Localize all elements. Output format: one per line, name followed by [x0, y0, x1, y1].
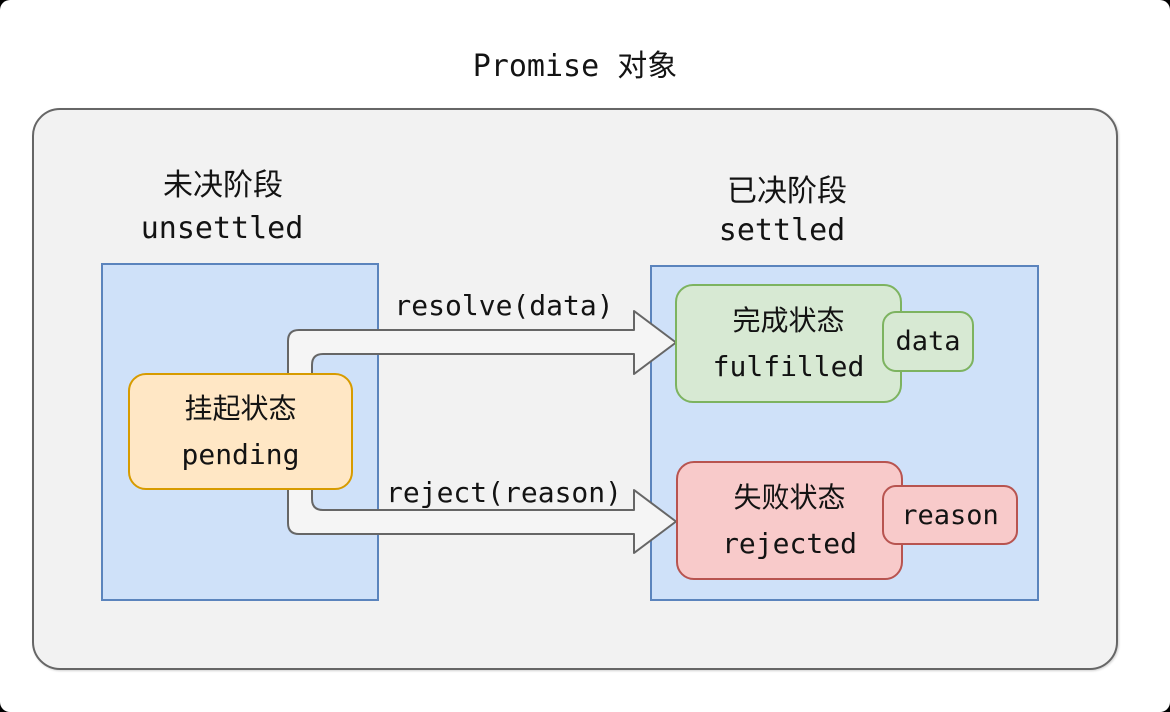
- fulfilled-state-label-en: fulfilled: [712, 349, 865, 383]
- fulfilled-state-box: 完成状态 fulfilled: [675, 284, 902, 403]
- resolve-transition-label: resolve(data): [394, 289, 614, 322]
- fulfilled-state-label-zh: 完成状态: [732, 304, 845, 338]
- settled-stage-label-en: settled: [718, 213, 846, 248]
- pending-state-box: 挂起状态 pending: [128, 373, 353, 490]
- rejected-state-box: 失败状态 rejected: [676, 461, 903, 580]
- diagram-title: Promise 对象: [472, 49, 678, 84]
- data-payload-label: data: [895, 326, 961, 357]
- data-payload-box: data: [882, 311, 974, 372]
- pending-state-label-en: pending: [181, 437, 300, 471]
- unsettled-stage-label-zh: 未决阶段: [163, 168, 283, 203]
- reject-transition-label: reject(reason): [385, 476, 623, 509]
- rejected-state-label-zh: 失败状态: [733, 481, 846, 515]
- reason-payload-box: reason: [882, 485, 1018, 545]
- rejected-state-label-en: rejected: [722, 526, 857, 560]
- reason-payload-label: reason: [901, 499, 999, 531]
- pending-state-label-zh: 挂起状态: [184, 392, 297, 426]
- settled-stage-label-zh: 已决阶段: [727, 174, 847, 209]
- unsettled-stage-label-en: unsettled: [140, 211, 304, 246]
